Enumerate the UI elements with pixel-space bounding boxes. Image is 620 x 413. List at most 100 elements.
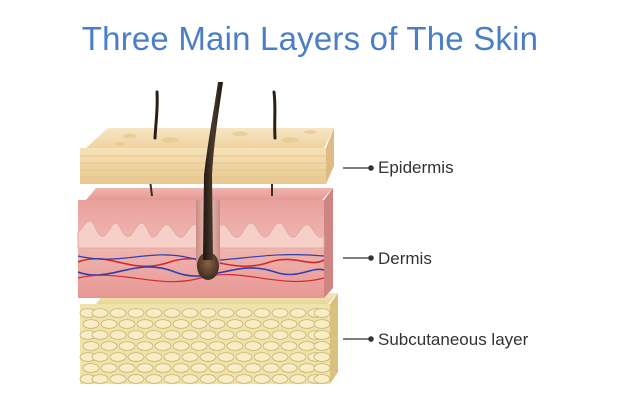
fat-cell bbox=[226, 319, 244, 329]
fat-cell bbox=[298, 341, 316, 351]
fat-cell bbox=[136, 341, 154, 351]
fat-cell bbox=[100, 319, 118, 329]
fat-cell bbox=[163, 330, 181, 340]
fat-cell bbox=[136, 319, 154, 329]
fat-cell bbox=[181, 374, 199, 384]
fat-cell bbox=[127, 330, 145, 340]
fat-cell bbox=[100, 341, 118, 351]
fat-cell bbox=[271, 374, 289, 384]
fat-cell bbox=[82, 341, 100, 351]
fat-cell bbox=[298, 363, 316, 373]
label-dermis: Dermis bbox=[378, 249, 432, 268]
fat-cell bbox=[181, 330, 199, 340]
fat-cell bbox=[109, 352, 127, 362]
fat-cell bbox=[313, 319, 331, 329]
fat-cell bbox=[127, 352, 145, 362]
fat-cell bbox=[313, 352, 331, 362]
fat-cell bbox=[109, 374, 127, 384]
fat-cell bbox=[91, 352, 109, 362]
hair-left bbox=[153, 90, 159, 140]
fat-cell bbox=[190, 319, 208, 329]
fat-cell bbox=[235, 374, 253, 384]
fat-cell bbox=[244, 363, 262, 373]
fat-cell bbox=[235, 330, 253, 340]
fat-cell bbox=[289, 374, 307, 384]
fat-cell bbox=[145, 308, 163, 318]
fat-cell bbox=[313, 374, 331, 384]
fat-cell bbox=[118, 363, 136, 373]
subcutaneous-layer bbox=[79, 293, 338, 384]
fat-cell bbox=[82, 363, 100, 373]
fat-cell bbox=[145, 352, 163, 362]
fat-cell bbox=[235, 352, 253, 362]
label-epidermis: Epidermis bbox=[378, 158, 454, 177]
fat-cell bbox=[172, 319, 190, 329]
hair-follicle bbox=[196, 82, 223, 280]
fat-cell bbox=[136, 363, 154, 373]
fat-cell bbox=[127, 308, 145, 318]
fat-cell bbox=[199, 308, 217, 318]
fat-cell bbox=[313, 363, 331, 373]
hair-right bbox=[272, 90, 277, 140]
fat-cell bbox=[226, 341, 244, 351]
fat-cell bbox=[91, 330, 109, 340]
fat-cell bbox=[208, 319, 226, 329]
fat-cell bbox=[109, 308, 127, 318]
fat-cell bbox=[298, 319, 316, 329]
fat-cell bbox=[190, 341, 208, 351]
fat-cell bbox=[118, 341, 136, 351]
fat-cell bbox=[109, 330, 127, 340]
fat-cell bbox=[244, 319, 262, 329]
fat-cell bbox=[313, 341, 331, 351]
fat-cell bbox=[217, 352, 235, 362]
fat-cell bbox=[217, 330, 235, 340]
fat-cell bbox=[181, 352, 199, 362]
fat-cell bbox=[163, 352, 181, 362]
fat-cells bbox=[79, 308, 331, 384]
fat-cell bbox=[280, 363, 298, 373]
fat-cell bbox=[313, 308, 331, 318]
fat-cell bbox=[127, 374, 145, 384]
fat-cell bbox=[280, 319, 298, 329]
fat-cell bbox=[244, 341, 262, 351]
fat-cell bbox=[271, 330, 289, 340]
fat-cell bbox=[172, 363, 190, 373]
fat-cell bbox=[235, 308, 253, 318]
fat-cell bbox=[280, 341, 298, 351]
fat-cell bbox=[190, 363, 208, 373]
fat-cell bbox=[145, 374, 163, 384]
fat-cell bbox=[154, 319, 172, 329]
main-hair-shaft bbox=[203, 82, 223, 260]
fat-cell bbox=[289, 352, 307, 362]
fat-cell bbox=[82, 319, 100, 329]
fat-cell bbox=[163, 308, 181, 318]
fat-cell bbox=[289, 330, 307, 340]
fat-cell bbox=[253, 352, 271, 362]
fat-cell bbox=[253, 330, 271, 340]
fat-cell bbox=[199, 374, 217, 384]
diagram-title: Three Main Layers of The Skin bbox=[81, 20, 539, 57]
fat-cell bbox=[208, 363, 226, 373]
fat-cell bbox=[217, 374, 235, 384]
fat-cell bbox=[253, 374, 271, 384]
fat-cell bbox=[199, 352, 217, 362]
fat-cell bbox=[199, 330, 217, 340]
fat-cell bbox=[100, 363, 118, 373]
fat-cell bbox=[181, 308, 199, 318]
fat-cell bbox=[226, 363, 244, 373]
fat-cell bbox=[154, 363, 172, 373]
fat-cell bbox=[271, 352, 289, 362]
fat-cell bbox=[271, 308, 289, 318]
label-subcutaneous: Subcutaneous layer bbox=[378, 330, 529, 349]
fat-cell bbox=[208, 341, 226, 351]
fat-cell bbox=[145, 330, 163, 340]
fat-cell bbox=[313, 330, 331, 340]
fat-cell bbox=[118, 319, 136, 329]
fat-cell bbox=[262, 319, 280, 329]
fat-cell bbox=[262, 341, 280, 351]
fat-cell bbox=[253, 308, 271, 318]
fat-cell bbox=[262, 363, 280, 373]
fat-cell bbox=[91, 308, 109, 318]
fat-cell bbox=[154, 341, 172, 351]
